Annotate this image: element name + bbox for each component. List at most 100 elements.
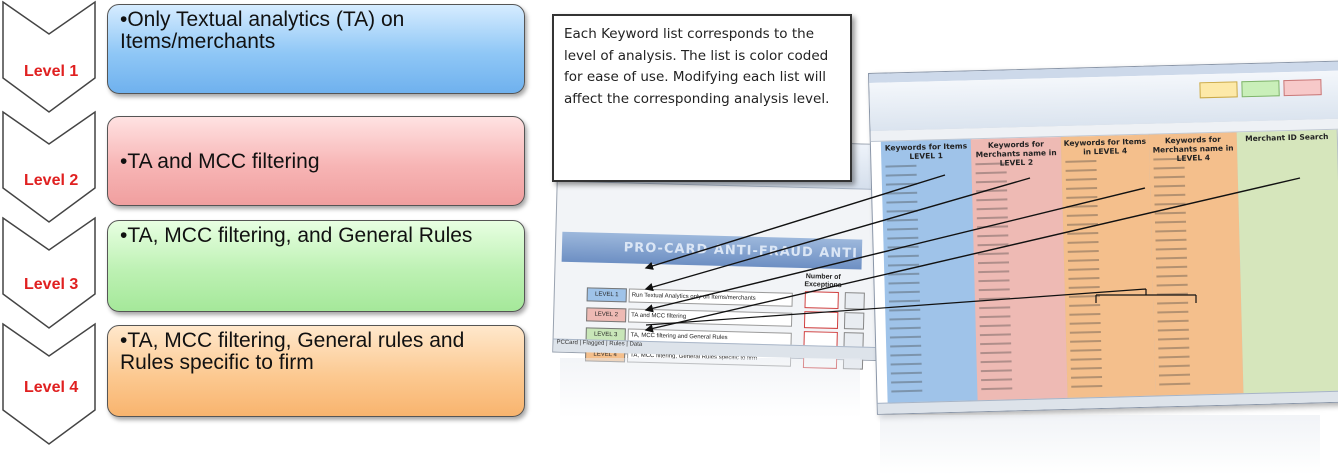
cell-line xyxy=(887,254,919,258)
cell-line xyxy=(1068,295,1100,298)
cell-line xyxy=(886,209,918,213)
cell-line xyxy=(888,263,920,267)
cell-line xyxy=(889,335,921,339)
cell-line xyxy=(1155,256,1187,260)
cell-line xyxy=(980,342,1012,346)
cell-line xyxy=(1066,205,1098,208)
cell-line xyxy=(979,333,1011,337)
cell-line xyxy=(886,191,918,195)
cell-line xyxy=(978,279,1010,283)
exception-count-box xyxy=(803,311,839,329)
cell-line xyxy=(1154,193,1186,197)
keyword-list-callout: Each Keyword list corresponds to the lev… xyxy=(552,14,852,182)
cell-line xyxy=(1159,382,1191,386)
cell-line xyxy=(1069,330,1101,334)
cell-line xyxy=(888,299,921,303)
level-1-label: Level 1 xyxy=(24,63,79,80)
keyword-column[interactable]: Keywords for Items LEVEL 1 xyxy=(880,139,979,404)
level-row-description: TA and MCC filtering xyxy=(628,308,793,327)
cell-line xyxy=(1157,328,1189,332)
chevron-level-3 xyxy=(2,216,96,329)
cell-line xyxy=(1157,301,1189,305)
cell-line xyxy=(1158,337,1190,341)
cell-line xyxy=(1065,178,1097,181)
cell-line xyxy=(888,281,920,285)
cell-line xyxy=(891,389,923,393)
cell-line xyxy=(977,225,1009,229)
cell-line xyxy=(1158,364,1190,368)
cell-line xyxy=(1154,184,1186,188)
cell-line xyxy=(976,198,1008,202)
cell-line xyxy=(1154,211,1186,215)
cell-line xyxy=(1066,196,1098,199)
keyword-column[interactable]: Keywords for Merchants name in LEVEL 4 xyxy=(1148,132,1245,397)
keyword-column-header: Merchant ID Search xyxy=(1245,131,1329,144)
exception-count-box xyxy=(804,291,839,309)
cell-line xyxy=(979,315,1011,319)
cell-line xyxy=(1069,321,1101,325)
level-3-label: Level 3 xyxy=(24,276,79,293)
report-button[interactable] xyxy=(844,292,865,310)
cell-line xyxy=(890,344,922,348)
chevron-level-4 xyxy=(2,322,96,445)
cell-line xyxy=(975,180,1007,184)
cell-line xyxy=(1155,247,1187,251)
cell-line xyxy=(1069,312,1101,316)
report-button[interactable] xyxy=(843,312,865,330)
cell-line xyxy=(976,189,1008,193)
cell-line xyxy=(977,243,1009,247)
cell-line xyxy=(1156,265,1188,269)
cell-line xyxy=(1156,274,1188,278)
cell-line xyxy=(976,207,1008,211)
cell-line xyxy=(1067,223,1099,226)
level-run-button[interactable]: LEVEL 1 xyxy=(586,287,627,303)
cell-line xyxy=(980,351,1012,355)
keyword-column[interactable]: Keywords for Merchants name in LEVEL 2 xyxy=(970,136,1069,402)
cell-line xyxy=(1153,175,1185,179)
cell-line xyxy=(885,173,917,177)
cell-line xyxy=(977,234,1009,238)
cell-line xyxy=(887,227,919,231)
cell-line xyxy=(1158,346,1190,350)
cell-line xyxy=(1156,292,1188,296)
keyword-column-header: Keywords for Items LEVEL 1 xyxy=(884,141,968,161)
cell-line xyxy=(1071,384,1103,388)
cell-line xyxy=(886,218,918,222)
cell-line xyxy=(885,182,917,186)
level-4-description: •TA, MCC filtering, General rules and Ru… xyxy=(107,325,525,417)
cell-line xyxy=(890,353,922,357)
cell-line xyxy=(1157,319,1189,323)
cell-line xyxy=(979,306,1011,310)
cell-line xyxy=(1065,160,1097,163)
exceptions-header: Number of Exceptions xyxy=(804,273,842,290)
cell-line xyxy=(978,288,1010,292)
cell-line xyxy=(1156,283,1188,287)
cell-line xyxy=(977,252,1009,256)
level-2-label: Level 2 xyxy=(24,172,79,189)
cell-line xyxy=(1070,366,1102,370)
chevron-level-2 xyxy=(2,110,96,223)
keyword-column[interactable]: Keywords for Items in LEVEL 4 xyxy=(1060,134,1157,399)
cell-line xyxy=(1067,241,1099,244)
cell-line xyxy=(976,216,1008,220)
cell-line xyxy=(1070,357,1102,361)
cell-line xyxy=(1157,310,1189,314)
level-4-label: Level 4 xyxy=(24,379,79,396)
cell-line xyxy=(1070,348,1102,352)
cell-line xyxy=(1067,259,1100,262)
cell-line xyxy=(979,324,1011,328)
cell-line xyxy=(889,308,921,312)
level-2-description: •TA and MCC filtering xyxy=(107,116,525,206)
sheet-title: PRO-CARD ANTI-FRAUD ANTI xyxy=(623,240,859,262)
cell-line xyxy=(1068,268,1100,271)
cell-line xyxy=(981,378,1013,382)
keyword-column[interactable]: Merchant ID Search xyxy=(1236,129,1338,395)
cell-line xyxy=(887,245,919,249)
level-chevrons xyxy=(2,0,96,445)
cell-line xyxy=(980,369,1012,373)
cell-line xyxy=(1153,166,1185,170)
cell-line xyxy=(977,261,1010,265)
level-run-button[interactable]: LEVEL 2 xyxy=(586,307,627,323)
cell-line xyxy=(890,362,922,366)
